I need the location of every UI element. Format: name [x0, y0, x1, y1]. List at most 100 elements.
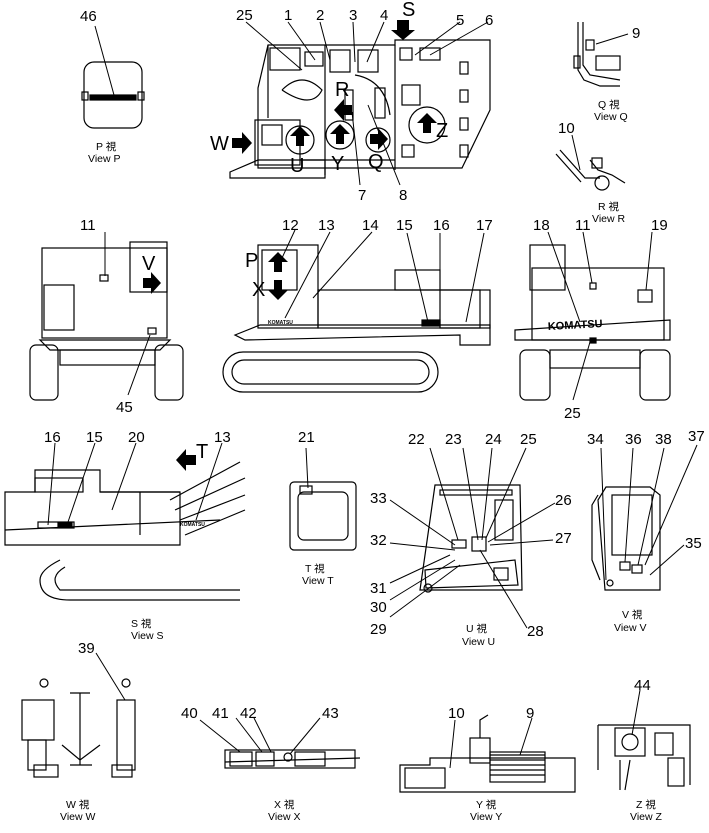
callout-15-s: 15	[86, 429, 103, 446]
callout-42: 42	[240, 705, 257, 722]
arrow-t-icon	[176, 449, 196, 471]
label-q: Q	[368, 151, 384, 173]
callout-29: 29	[370, 621, 387, 638]
label-t: T	[196, 441, 208, 463]
callout-8: 8	[399, 187, 407, 204]
callout-10: 10	[558, 120, 575, 137]
callout-1: 1	[284, 7, 292, 24]
view-x-caption-ja: X 視	[274, 798, 295, 811]
view-u-figure	[389, 447, 556, 629]
callout-45: 45	[116, 399, 133, 416]
callout-13: 13	[318, 217, 335, 234]
callout-44: 44	[634, 677, 651, 694]
callout-5: 5	[456, 12, 464, 29]
callout-27: 27	[555, 530, 572, 547]
callout-10-y: 10	[448, 705, 465, 722]
view-x-caption: View X	[268, 811, 301, 823]
view-t-caption-ja: T 視	[305, 562, 325, 575]
callout-22: 22	[408, 431, 425, 448]
callout-28: 28	[527, 623, 544, 640]
callout-21: 21	[298, 429, 315, 446]
view-r-caption: View R	[592, 213, 625, 225]
view-z-figure	[597, 689, 691, 791]
label-y: Y	[331, 153, 344, 175]
callout-15: 15	[396, 217, 413, 234]
callout-46: 46	[80, 8, 97, 25]
view-p-caption: View P	[88, 153, 121, 165]
callout-13-s: 13	[214, 429, 231, 446]
view-v-caption: View V	[614, 622, 647, 634]
callout-3: 3	[349, 7, 357, 24]
callout-25: 25	[236, 7, 253, 24]
view-w-caption-ja: W 視	[66, 798, 90, 811]
callout-9-y: 9	[526, 705, 534, 722]
view-z-caption: View Z	[630, 811, 662, 823]
label-u: U	[290, 155, 304, 177]
callout-23: 23	[445, 431, 462, 448]
view-u-caption: View U	[462, 636, 495, 648]
callout-41: 41	[212, 705, 229, 722]
arrow-u-icon	[290, 126, 310, 146]
view-w-caption: View W	[60, 811, 95, 823]
arrow-x-icon	[268, 280, 288, 300]
callout-36: 36	[625, 431, 642, 448]
view-q-caption-ja: Q 視	[598, 98, 620, 111]
direction-arrows-top	[232, 20, 437, 154]
view-x-figure	[199, 717, 361, 769]
callout-37: 37	[688, 428, 705, 445]
label-z: Z	[436, 120, 448, 142]
callout-20: 20	[128, 429, 145, 446]
brand-logo-side: KOMATSU	[268, 320, 293, 326]
view-s-caption: View S	[131, 630, 164, 642]
arrow-r-icon	[334, 99, 352, 121]
callout-34: 34	[587, 431, 604, 448]
label-s: S	[402, 0, 415, 21]
callout-18: 18	[533, 217, 550, 234]
callout-25-front: 25	[564, 405, 581, 422]
rear-view-figure	[29, 232, 184, 401]
side-view-figure	[222, 229, 491, 393]
view-p-caption-ja: P 視	[96, 140, 117, 153]
arrow-s-icon	[391, 20, 415, 40]
callout-2: 2	[316, 7, 324, 24]
view-s-caption-ja: S 視	[131, 617, 152, 630]
view-q-figure	[573, 22, 629, 87]
view-y-figure	[399, 714, 576, 793]
callout-16: 16	[433, 217, 450, 234]
arrow-z-icon	[417, 113, 437, 133]
view-z-caption-ja: Z 視	[636, 798, 656, 811]
callout-38: 38	[655, 431, 672, 448]
callout-16-s: 16	[44, 429, 61, 446]
front-view-figure	[514, 231, 671, 401]
view-t-caption: View T	[302, 575, 334, 587]
view-y-caption-ja: Y 視	[476, 798, 497, 811]
arrow-w-icon	[232, 132, 252, 154]
callout-40: 40	[181, 705, 198, 722]
callout-32: 32	[370, 532, 387, 549]
callout-12: 12	[282, 217, 299, 234]
view-t-figure	[289, 447, 357, 551]
label-p: P	[245, 250, 258, 272]
callout-4: 4	[380, 7, 388, 24]
callout-39: 39	[78, 640, 95, 657]
view-y-caption: View Y	[470, 811, 502, 823]
arrow-q-icon	[370, 128, 388, 150]
callout-31: 31	[370, 580, 387, 597]
view-r-caption-ja: R 視	[598, 200, 620, 213]
callout-33: 33	[370, 490, 387, 507]
top-plan-view-figure	[229, 21, 491, 186]
view-v-caption-ja: V 視	[622, 608, 643, 621]
label-r: R	[335, 79, 349, 101]
view-u-caption-ja: U 視	[466, 622, 488, 635]
callout-6: 6	[485, 12, 493, 29]
callout-11: 11	[80, 217, 96, 234]
arrow-v-icon	[143, 272, 161, 294]
callout-7: 7	[358, 187, 366, 204]
arrow-p-icon	[268, 252, 288, 272]
callout-11-front: 11	[575, 217, 591, 234]
view-v-figure	[591, 444, 698, 591]
callout-9: 9	[632, 25, 640, 42]
label-v: V	[142, 253, 156, 275]
callout-35: 35	[685, 535, 702, 552]
brand-logo-front: KOMATSU	[548, 318, 603, 333]
